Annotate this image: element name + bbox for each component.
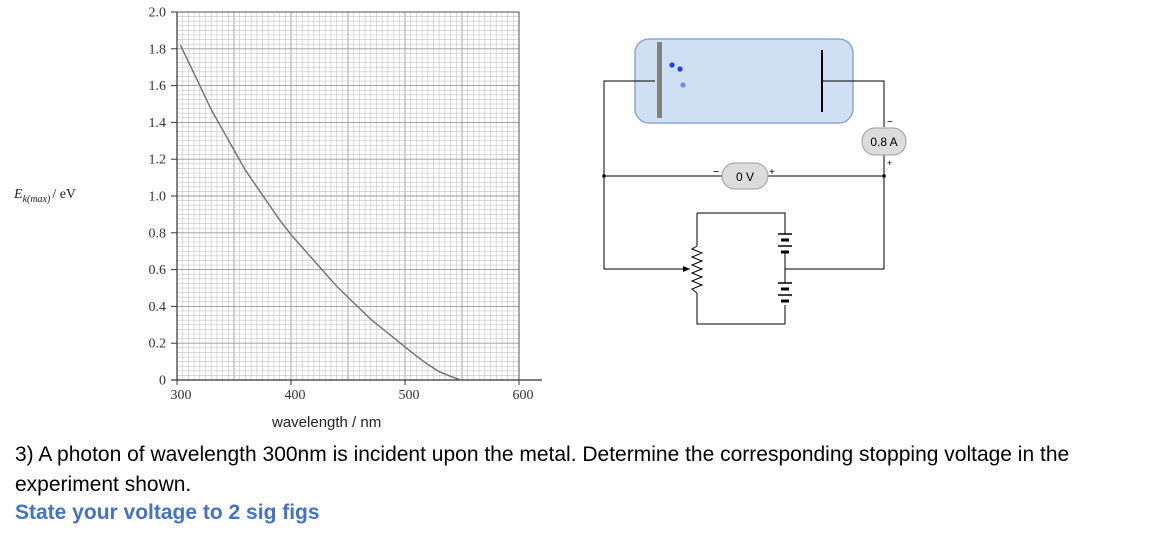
photoelectric-circuit: 0 V − + 0.8 A − + [602,38,907,325]
x-tick-label: 300 [171,388,192,403]
y-tick-label: 0.6 [149,263,167,278]
electron-dot [677,66,683,72]
y-tick-label: 1.0 [149,190,167,205]
ammeter-minus-terminal: − [887,117,893,128]
voltmeter [721,162,769,190]
vacuum-tube [634,38,854,124]
rheostat-slider-arrow [683,266,690,272]
x-axis-ticks: 300 400 500 600 [171,380,534,403]
ammeter-plus-terminal: + [887,158,892,168]
question-text: 3) A photon of wavelength 300nm is incid… [15,443,1070,496]
photocathode-plate [657,42,662,118]
x-tick-label: 400 [285,388,306,403]
y-tick-label: 1.2 [149,153,167,168]
voltmeter-minus-terminal: − [713,166,719,178]
ammeter-reading: 0.8 A [870,135,897,149]
voltmeter-plus-terminal: + [769,167,775,178]
energy-wavelength-graph: 0 0.2 0.4 0.6 0.8 1.0 1.2 1.4 1.6 1.8 2.0 300 400 50… [13,6,542,431]
ammeter [861,127,907,156]
y-tick-label: 0 [159,374,166,389]
x-tick-label: 500 [399,388,420,403]
y-tick-label: 0.4 [149,300,167,315]
rheostat-icon [690,245,704,294]
y-tick-label: 1.4 [149,116,167,131]
junction-dot [882,174,886,178]
y-tick-label: 1.6 [149,79,167,94]
y-tick-label: 1.8 [149,42,167,57]
y-axis-label-main: E [13,187,23,202]
graph-grid [176,11,520,381]
y-axis-label: Ek(max)/ eV [13,187,76,205]
y-tick-label: 0.8 [149,226,167,241]
question-instruction: State your voltage to 2 sig figs [15,501,320,524]
y-axis-label-sub: k(max) [23,194,51,205]
energy-curve [179,44,462,381]
y-axis-ticks: 0 0.2 0.4 0.6 0.8 1.0 1.2 1.4 1.6 1.8 2.0 [149,6,177,389]
y-tick-label: 0.2 [149,337,167,352]
junction-dot [602,174,606,178]
x-axis-label: wavelength / nm [271,414,381,431]
y-axis-label-unit: / eV [52,187,76,202]
electron-dot [680,82,686,88]
x-tick-label: 600 [513,388,534,403]
battery-icon [778,233,792,303]
electron-dot [669,62,675,68]
y-tick-label: 2.0 [149,6,167,21]
voltmeter-reading: 0 V [736,170,754,184]
